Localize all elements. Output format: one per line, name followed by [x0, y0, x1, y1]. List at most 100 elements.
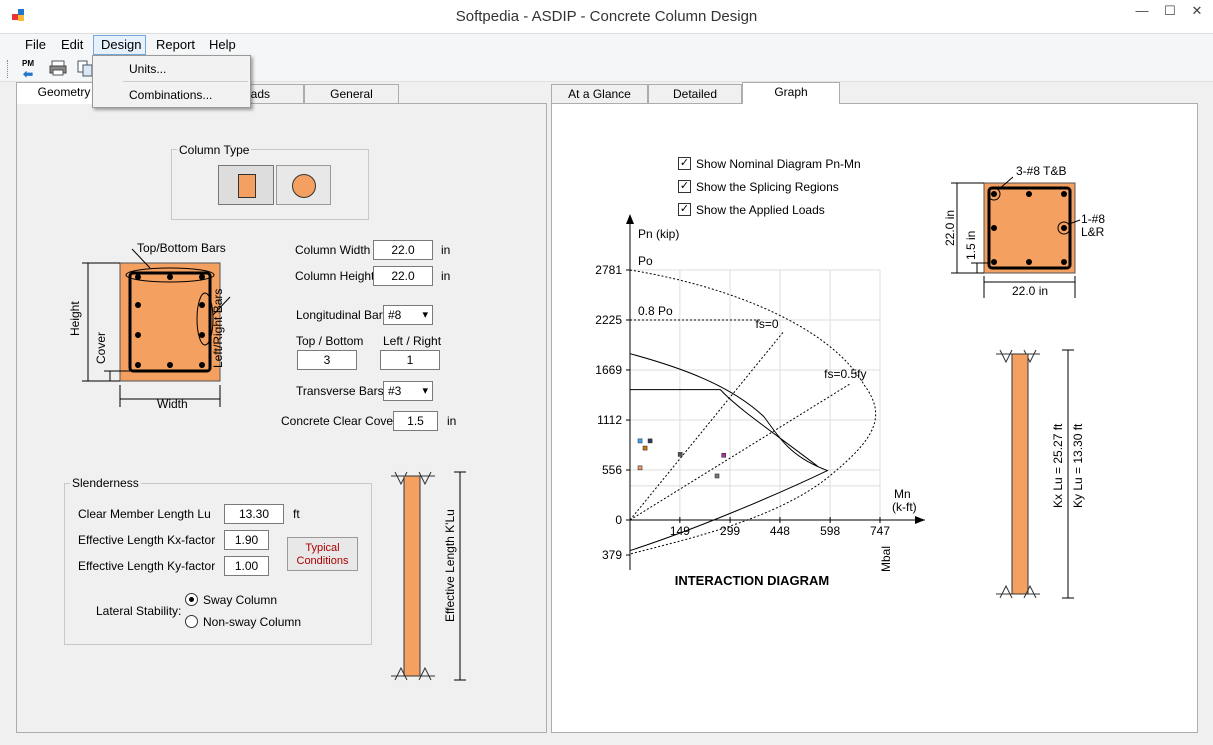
tab-detailed[interactable]: Detailed: [648, 84, 742, 104]
typical-conditions-button[interactable]: Typical Conditions: [287, 537, 358, 571]
lateral-stability-label: Lateral Stability:: [96, 604, 182, 618]
x-tick-label: 448: [770, 524, 790, 538]
applied-load-point: [721, 452, 727, 458]
title-bar: Softpedia - ASDIP - Concrete Column Desi…: [0, 0, 1213, 34]
applied-loads-label: Show the Applied Loads: [696, 203, 825, 217]
slenderness-title: Slenderness: [70, 476, 141, 490]
column-width-input[interactable]: 22.0: [373, 240, 433, 260]
left-right-bars-label: Left/Right Bars: [211, 288, 225, 368]
kx-label: Effective Length Kx-factor: [78, 533, 216, 547]
ky-label: Effective Length Ky-factor: [78, 559, 216, 573]
nonsway-radio[interactable]: [185, 615, 198, 628]
longitudinal-bars-label: Longitudinal Bars: [296, 308, 389, 322]
column-height-label: Column Height: [295, 269, 375, 283]
y-tick-label: 1669: [595, 363, 622, 377]
section-height-label: 22.0 in: [943, 209, 957, 246]
tab-graph[interactable]: Graph: [742, 82, 840, 104]
left-right-input[interactable]: 1: [380, 350, 440, 370]
section-width-label: 22.0 in: [1012, 284, 1049, 298]
cover-label: Cover: [94, 331, 108, 364]
minimize-button[interactable]: —: [1135, 3, 1149, 18]
ky-input[interactable]: 1.00: [224, 556, 269, 576]
graph-panel: [551, 103, 1198, 733]
geometry-panel: [16, 103, 547, 733]
annotation-0-8po: 0.8 Po: [638, 304, 673, 318]
annotation-fs-0: fs=0: [756, 317, 779, 331]
tab-at-a-glance[interactable]: At a Glance: [551, 84, 648, 104]
clear-cover-unit: in: [447, 414, 457, 428]
y-tick-label: 556: [602, 463, 622, 477]
menu-item-units[interactable]: Units...: [129, 62, 167, 76]
y-tick-label: 2781: [595, 263, 622, 277]
column-height-unit: in: [441, 269, 451, 283]
kx-input[interactable]: 1.90: [224, 530, 269, 550]
clear-cover-label: Concrete Clear Cover: [281, 414, 398, 428]
ky-lu-label: Ky Lu = 13.30 ft: [1071, 423, 1085, 508]
circular-column-button[interactable]: [276, 165, 331, 205]
clear-length-unit: ft: [293, 507, 300, 521]
column-height-input[interactable]: 22.0: [373, 266, 433, 286]
column-type-title: Column Type: [177, 143, 252, 157]
maximize-button[interactable]: ☐: [1164, 3, 1176, 18]
left-right-label: Left / Right: [383, 334, 442, 348]
menu-help[interactable]: Help: [209, 37, 236, 52]
menu-design[interactable]: Design: [93, 35, 146, 55]
menu-item-combinations[interactable]: Combinations...: [129, 88, 213, 102]
tab-general[interactable]: General: [304, 84, 399, 104]
menu-edit[interactable]: Edit: [61, 37, 84, 52]
menu-file[interactable]: File: [25, 37, 46, 52]
rectangle-icon: [238, 174, 256, 198]
window-title: Softpedia - ASDIP - Concrete Column Desi…: [455, 8, 758, 25]
clear-length-label: Clear Member Length Lu: [78, 507, 211, 521]
rectangular-column-button[interactable]: [218, 165, 274, 205]
tab-geometry[interactable]: Geometry: [16, 82, 112, 104]
pm-diagram-icon[interactable]: PM⬅: [22, 59, 34, 81]
x-axis-arrow: [915, 516, 925, 524]
top-bars-label: 3-#8 T&B: [1016, 164, 1067, 178]
transverse-bars-select[interactable]: #3: [383, 381, 433, 401]
design-dropdown-menu: Units... Combinations...: [92, 55, 251, 108]
side-bars-label-2: L&R: [1081, 225, 1105, 239]
column-width-label: Column Width: [295, 243, 371, 257]
nonsway-label: Non-sway Column: [203, 615, 302, 629]
height-label: Height: [68, 301, 82, 336]
x-tick-label: 598: [820, 524, 840, 538]
y-axis-arrow: [626, 214, 634, 224]
longitudinal-bars-select[interactable]: #8: [383, 305, 433, 325]
splicing-regions-checkbox[interactable]: ✓: [678, 180, 691, 193]
sway-label: Sway Column: [203, 593, 278, 607]
fs0-line: [629, 330, 785, 521]
chart-title: INTERACTION DIAGRAM: [675, 573, 830, 588]
design-curve: [629, 353, 829, 552]
transverse-bars-label: Transverse Bars: [296, 384, 384, 398]
app-icon: [12, 9, 26, 23]
elevation-view: [996, 349, 1074, 599]
section-cover-label: 1.5 in: [964, 230, 978, 260]
section-view: [951, 176, 1081, 298]
applied-load-point: [642, 445, 648, 451]
column-type-group: [171, 149, 369, 220]
top-bottom-input[interactable]: 3: [297, 350, 357, 370]
slenderness-group: [64, 483, 372, 645]
sway-radio[interactable]: [185, 593, 198, 606]
fs05fy-line: [629, 382, 852, 521]
applied-load-point: [637, 465, 643, 471]
close-button[interactable]: ✕: [1191, 3, 1203, 18]
menu-report[interactable]: Report: [156, 37, 196, 52]
y-tick-label: 379: [602, 548, 622, 562]
mbal-label: Mbal: [879, 546, 893, 572]
y-axis-label: Pn (kip): [638, 227, 679, 241]
top-bottom-label: Top / Bottom: [296, 334, 364, 348]
clear-length-input[interactable]: 13.30: [224, 504, 284, 524]
clear-cover-input[interactable]: 1.5: [393, 411, 438, 431]
y-tick-label: 1112: [597, 413, 622, 427]
print-icon[interactable]: [48, 59, 68, 79]
x-axis-unit: (k-ft): [892, 500, 917, 514]
nominal-diagram-checkbox[interactable]: ✓: [678, 157, 691, 170]
x-tick-label: 747: [870, 524, 890, 538]
y-tick-label: 2225: [595, 313, 622, 327]
y-tick-label: 0: [615, 513, 622, 527]
applied-loads-checkbox[interactable]: ✓: [678, 203, 691, 216]
applied-load-point: [714, 473, 720, 479]
